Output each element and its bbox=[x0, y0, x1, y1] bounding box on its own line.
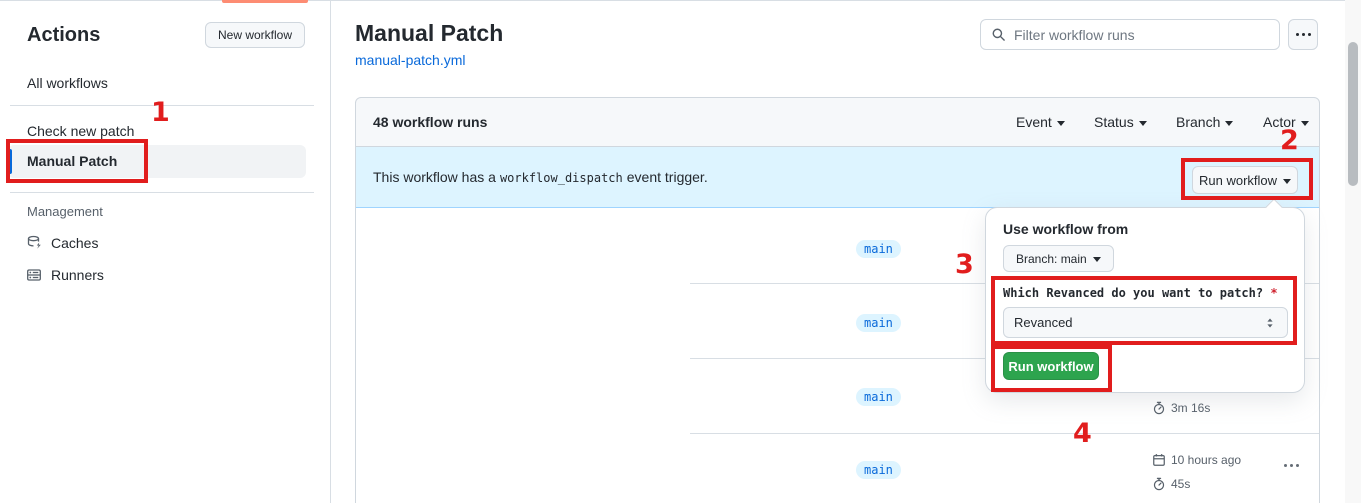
branch-select-button[interactable]: Branch: main bbox=[1003, 245, 1114, 272]
chevron-down-icon bbox=[1138, 120, 1147, 126]
filter-workflow-runs-field[interactable] bbox=[980, 19, 1280, 50]
workflow-dispatch-code: workflow_dispatch bbox=[499, 171, 623, 185]
annotation-number-1: 1 bbox=[151, 97, 170, 128]
workflow-file-link[interactable]: manual-patch.yml bbox=[355, 52, 466, 68]
annotation-number-2: 2 bbox=[1280, 125, 1299, 156]
status-filter-dropdown[interactable]: Status bbox=[1094, 98, 1147, 146]
row-divider bbox=[690, 433, 1319, 434]
run-duration: 3m 16s bbox=[1152, 401, 1210, 415]
branch-badge[interactable]: main bbox=[856, 314, 901, 332]
scrollbar-thumb[interactable] bbox=[1348, 42, 1358, 186]
event-filter-dropdown[interactable]: Event bbox=[1016, 98, 1065, 146]
chevron-down-icon bbox=[1283, 178, 1292, 184]
sidebar-item-check-new-patch[interactable]: Check new patch bbox=[27, 123, 135, 139]
chevron-down-icon bbox=[1056, 120, 1065, 126]
sidebar-item-manual-patch[interactable]: Manual Patch bbox=[8, 145, 306, 178]
runners-rack-icon bbox=[27, 269, 41, 281]
management-section-header: Management bbox=[27, 204, 103, 219]
search-icon bbox=[992, 28, 1005, 41]
card-right-border bbox=[1319, 147, 1320, 503]
chevron-down-icon bbox=[1092, 257, 1101, 262]
annotation-number-3: 3 bbox=[955, 249, 974, 280]
sidebar-item-all-workflows[interactable]: All workflows bbox=[27, 75, 108, 91]
sidebar-divider bbox=[10, 105, 314, 106]
branch-badge[interactable]: main bbox=[856, 240, 901, 258]
sidebar-item-label: Caches bbox=[51, 235, 99, 251]
stopwatch-icon bbox=[1153, 401, 1165, 415]
sidebar-item-label: Manual Patch bbox=[27, 153, 118, 169]
annotation-number-4: 4 bbox=[1073, 418, 1092, 449]
selected-accent-bar bbox=[8, 149, 12, 174]
chevron-down-icon bbox=[1300, 120, 1309, 126]
search-input[interactable] bbox=[1014, 26, 1269, 43]
sidebar-item-caches[interactable]: Caches bbox=[26, 235, 98, 251]
top-border bbox=[0, 0, 1361, 1]
actor-filter-dropdown[interactable]: Actor bbox=[1263, 98, 1309, 146]
branch-badge[interactable]: main bbox=[856, 461, 901, 479]
calendar-icon bbox=[1153, 454, 1165, 466]
popover-title: Use workflow from bbox=[1003, 221, 1129, 237]
run-workflow-dropdown-button[interactable]: Run workflow bbox=[1192, 166, 1298, 194]
workflow-input-label: Which Revanced do you want to patch? * bbox=[1003, 286, 1278, 300]
stopwatch-icon bbox=[1153, 477, 1165, 491]
workflow-runs-count: 48 workflow runs bbox=[373, 114, 488, 130]
sidebar-main-divider bbox=[330, 0, 331, 503]
card-left-border bbox=[355, 147, 356, 503]
runs-list-header: 48 workflow runs Event Status Branch Act… bbox=[355, 97, 1320, 147]
page-title: Manual Patch bbox=[355, 20, 504, 46]
branch-filter-dropdown[interactable]: Branch bbox=[1176, 98, 1234, 146]
sidebar-divider bbox=[10, 192, 314, 193]
required-marker: * bbox=[1270, 286, 1278, 300]
select-chevrons-icon bbox=[1267, 317, 1273, 328]
run-workflow-submit-button[interactable]: Run workflow bbox=[1003, 352, 1099, 380]
run-duration: 45s bbox=[1152, 477, 1190, 491]
more-options-button[interactable] bbox=[1288, 19, 1318, 50]
branch-badge[interactable]: main bbox=[856, 388, 901, 406]
chevron-down-icon bbox=[1225, 120, 1234, 126]
new-workflow-button[interactable]: New workflow bbox=[205, 22, 305, 48]
sidebar-item-label: Runners bbox=[51, 267, 104, 283]
revanced-select[interactable]: Revanced bbox=[1003, 307, 1288, 338]
run-started-time: 10 hours ago bbox=[1152, 453, 1241, 467]
cache-database-icon bbox=[27, 235, 41, 249]
active-tab-underline bbox=[222, 0, 308, 3]
sidebar-item-runners[interactable]: Runners bbox=[26, 267, 104, 283]
run-row-menu-button[interactable] bbox=[1284, 464, 1299, 467]
kebab-icon bbox=[1295, 33, 1311, 36]
sidebar-title: Actions bbox=[27, 24, 101, 46]
